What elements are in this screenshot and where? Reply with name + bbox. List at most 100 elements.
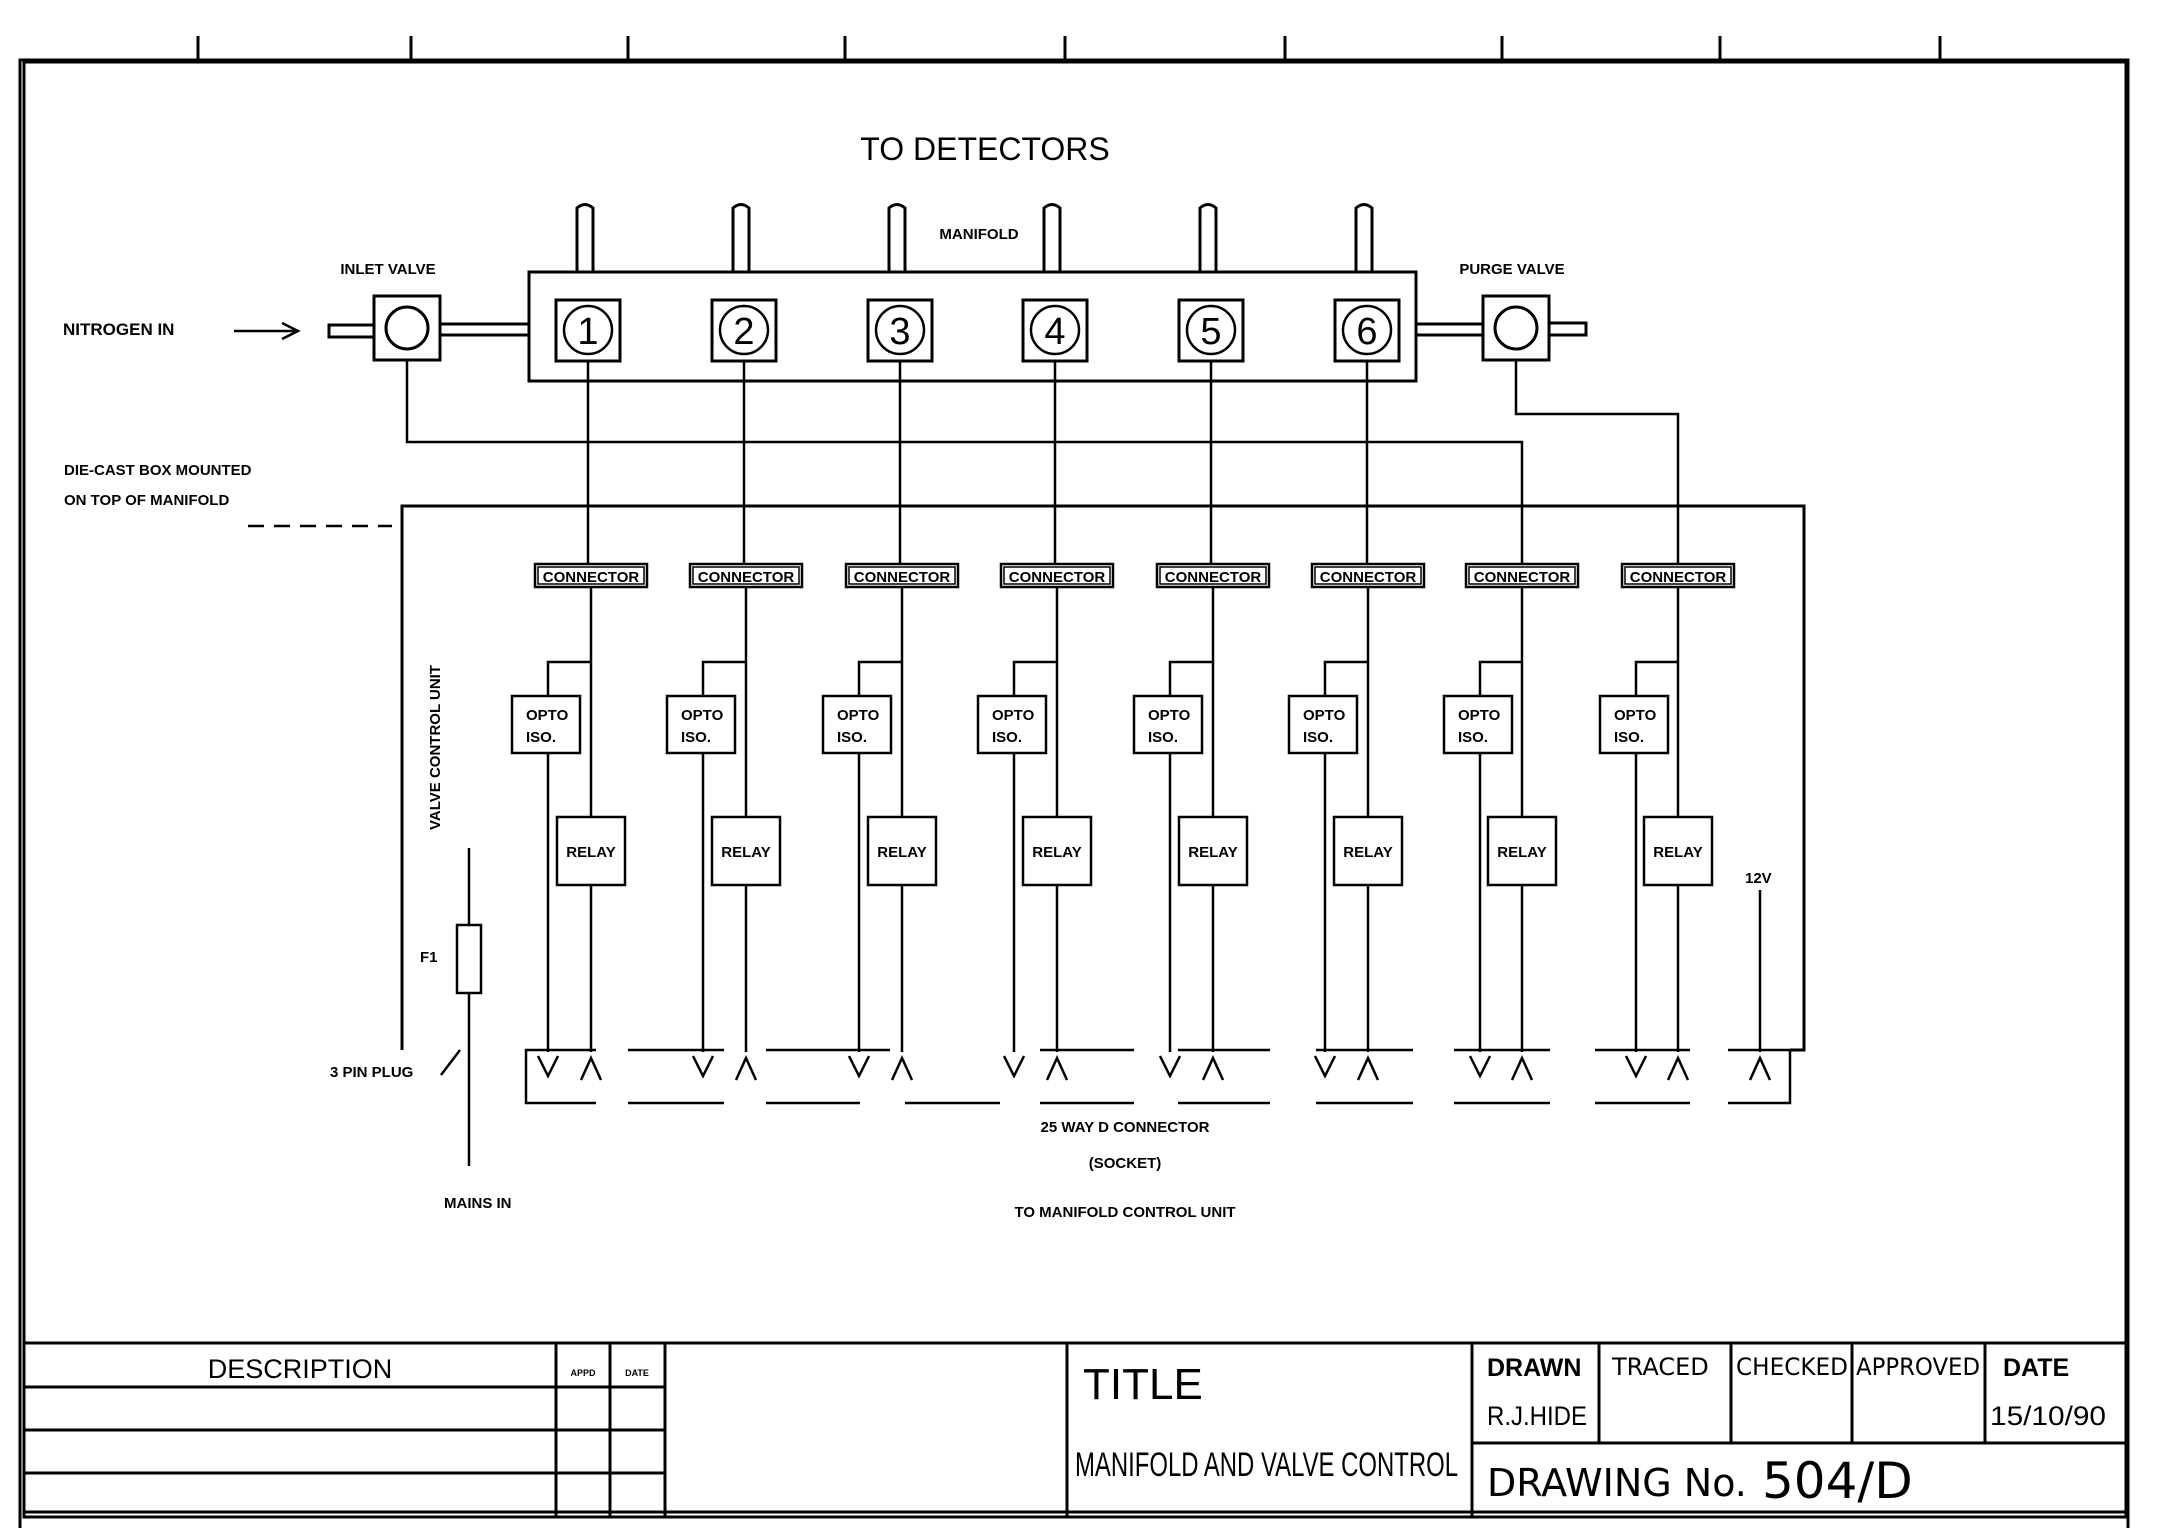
relay-3-label: RELAY bbox=[877, 844, 926, 861]
relay-4-label: RELAY bbox=[1032, 844, 1081, 861]
opto-5-line1: OPTO bbox=[1148, 707, 1191, 724]
plug-label: 3 PIN PLUG bbox=[330, 1064, 413, 1081]
opto-7-line2: ISO. bbox=[1458, 729, 1488, 746]
mains-in-label: MAINS IN bbox=[444, 1195, 512, 1212]
nitrogen-arrow bbox=[234, 321, 301, 341]
purge-valve bbox=[1416, 294, 1588, 362]
drawing-number-value: 504/D bbox=[1762, 1452, 1913, 1510]
relay-8 bbox=[1642, 815, 1714, 887]
date-small-header: DATE bbox=[625, 1368, 649, 1378]
opto-1-line2: ISO. bbox=[526, 729, 556, 746]
port-4-number: 4 bbox=[1044, 311, 1065, 353]
opto-1-line1: OPTO bbox=[526, 707, 569, 724]
fuse-label: F1 bbox=[420, 949, 438, 966]
port-1-number: 1 bbox=[577, 311, 598, 353]
inlet-valve-label: INLET VALVE bbox=[340, 261, 435, 278]
checked-label: CHECKED bbox=[1736, 1353, 1848, 1381]
title-value: MANIFOLD AND VALVE CONTROL bbox=[1075, 1446, 1458, 1484]
opto-3-line1: OPTO bbox=[837, 707, 880, 724]
opto-iso-6 bbox=[1287, 694, 1359, 755]
opto-iso-1 bbox=[510, 694, 582, 755]
opto-6-line2: ISO. bbox=[1303, 729, 1333, 746]
opto-3-line2: ISO. bbox=[837, 729, 867, 746]
relay-2-label: RELAY bbox=[721, 844, 770, 861]
purge-valve-label: PURGE VALVE bbox=[1459, 261, 1564, 278]
port-3-number: 3 bbox=[889, 311, 910, 353]
relay-8-label: RELAY bbox=[1653, 844, 1702, 861]
appd-header: APPD bbox=[570, 1368, 596, 1378]
opto-8-line1: OPTO bbox=[1614, 707, 1657, 724]
connector-3-label: CONNECTOR bbox=[854, 569, 951, 586]
drawn-value: R.J.HIDE bbox=[1487, 1401, 1587, 1431]
opto-iso-4 bbox=[976, 694, 1048, 755]
connector-4-label: CONNECTOR bbox=[1009, 569, 1106, 586]
opto-iso-7 bbox=[1442, 694, 1514, 755]
port-6-number: 6 bbox=[1356, 311, 1377, 353]
channel-5: CONNECTOR OPTO ISO. RELAY bbox=[1132, 562, 1271, 1052]
port-5: 5 bbox=[1177, 298, 1245, 363]
relay-2 bbox=[710, 815, 782, 887]
channel-2: CONNECTOR OPTO ISO. RELAY bbox=[665, 562, 804, 1052]
channel-1: CONNECTOR OPTO ISO. RELAY bbox=[510, 562, 649, 1052]
opto-6-line1: OPTO bbox=[1303, 707, 1346, 724]
inlet-valve bbox=[327, 294, 529, 362]
control-unit-box bbox=[248, 504, 1806, 1052]
drawing-frame bbox=[18, 36, 2130, 1528]
description-header: DESCRIPTION bbox=[208, 1354, 393, 1384]
opto-7-line1: OPTO bbox=[1458, 707, 1501, 724]
d-connector-label-line2: (SOCKET) bbox=[1089, 1155, 1162, 1172]
opto-iso-8 bbox=[1598, 694, 1670, 755]
connector-7-label: CONNECTOR bbox=[1474, 569, 1571, 586]
valve-control-unit-label: VALVE CONTROL UNIT bbox=[427, 665, 444, 830]
nitrogen-in-label: NITROGEN IN bbox=[63, 320, 174, 339]
port-1: 1 bbox=[554, 298, 622, 363]
traced-label: TRACED bbox=[1611, 1353, 1709, 1381]
relay-5-label: RELAY bbox=[1188, 844, 1237, 861]
detector-outlets bbox=[575, 203, 1374, 272]
connector-2-label: CONNECTOR bbox=[698, 569, 795, 586]
relay-1 bbox=[555, 815, 627, 887]
port-4: 4 bbox=[1021, 298, 1089, 363]
relay-3 bbox=[866, 815, 938, 887]
relay-6-label: RELAY bbox=[1343, 844, 1392, 861]
diecast-label-line1: DIE-CAST BOX MOUNTED bbox=[64, 462, 252, 479]
channel-4: CONNECTOR OPTO ISO. RELAY bbox=[976, 562, 1115, 1052]
opto-8-line2: ISO. bbox=[1614, 729, 1644, 746]
d-connector-label-line1: 25 WAY D CONNECTOR bbox=[1041, 1119, 1210, 1136]
port-2-number: 2 bbox=[733, 311, 754, 353]
connector-1-label: CONNECTOR bbox=[543, 569, 640, 586]
manifold-body bbox=[527, 270, 1418, 383]
diecast-label-line2: ON TOP OF MANIFOLD bbox=[64, 492, 229, 509]
12v-label: 12V bbox=[1745, 870, 1772, 887]
channel-6: CONNECTOR OPTO ISO. RELAY bbox=[1287, 562, 1426, 1052]
opto-iso-5 bbox=[1132, 694, 1204, 755]
opto-4-line1: OPTO bbox=[992, 707, 1035, 724]
opto-4-line2: ISO. bbox=[992, 729, 1022, 746]
approved-label: APPROVED bbox=[1856, 1353, 1980, 1381]
title-label: TITLE bbox=[1083, 1360, 1203, 1409]
connector-6-label: CONNECTOR bbox=[1320, 569, 1417, 586]
relay-7-label: RELAY bbox=[1497, 844, 1546, 861]
connector-8-label: CONNECTOR bbox=[1630, 569, 1727, 586]
port-5-number: 5 bbox=[1200, 311, 1221, 353]
channel-8: CONNECTOR OPTO ISO. RELAY bbox=[1598, 562, 1736, 1052]
relay-7 bbox=[1486, 815, 1558, 887]
d-connector bbox=[524, 1048, 1792, 1105]
channel-7: CONNECTOR OPTO ISO. RELAY bbox=[1442, 562, 1580, 1052]
fuse-f1 bbox=[440, 848, 483, 1166]
opto-5-line2: ISO. bbox=[1148, 729, 1178, 746]
date-label: DATE bbox=[2003, 1354, 2069, 1382]
date-value: 15/10/90 bbox=[1990, 1401, 2106, 1431]
opto-iso-2 bbox=[665, 694, 737, 755]
opto-iso-3 bbox=[821, 694, 893, 755]
opto-2-line1: OPTO bbox=[681, 707, 724, 724]
d-connector-pins bbox=[536, 1054, 1772, 1081]
to-detectors-label: TO DETECTORS bbox=[860, 131, 1110, 167]
valve-wiring bbox=[405, 360, 1680, 576]
port-2: 2 bbox=[710, 298, 778, 363]
relay-6 bbox=[1332, 815, 1404, 887]
drawing-number-label: DRAWING No. bbox=[1487, 1461, 1747, 1505]
manifold-label: MANIFOLD bbox=[939, 226, 1018, 243]
title-block bbox=[22, 1341, 2128, 1519]
